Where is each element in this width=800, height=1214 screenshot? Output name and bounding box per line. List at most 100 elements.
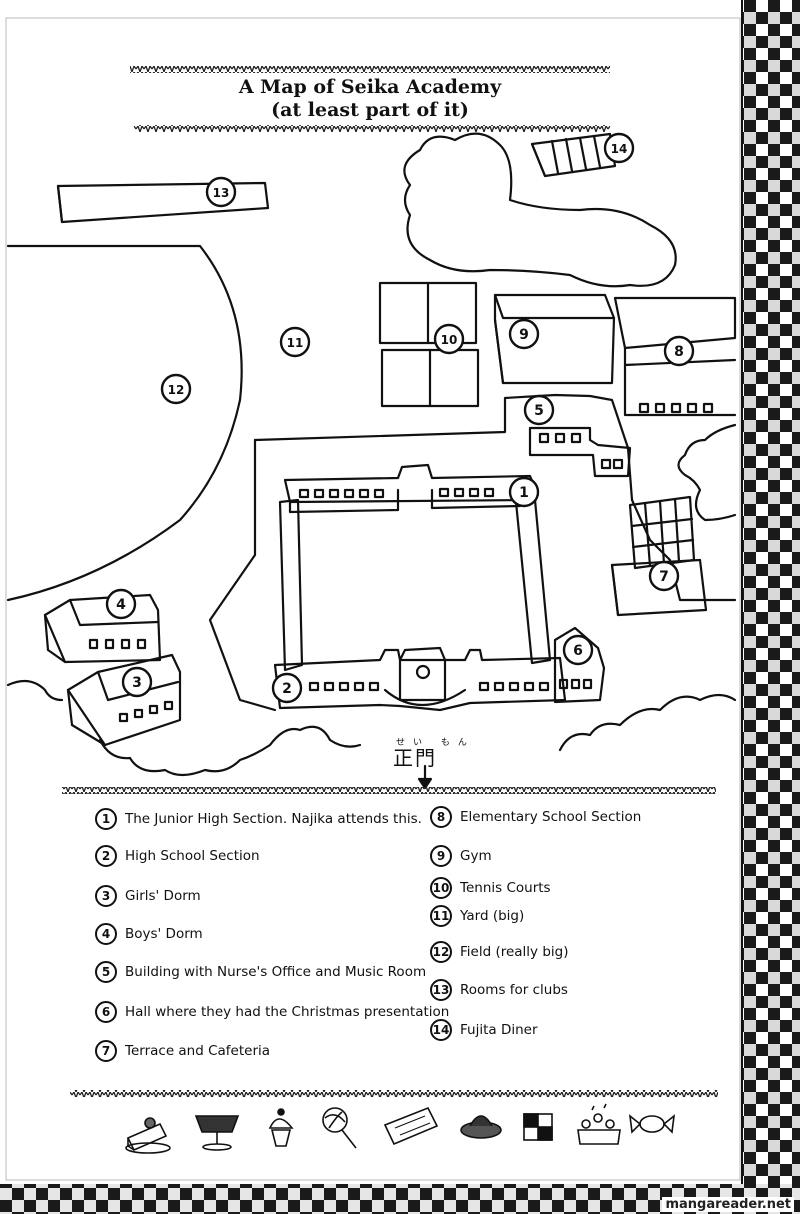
legend-item: 7 Terrace and Cafeteria — [95, 1040, 270, 1062]
legend-number: 4 — [95, 923, 117, 945]
map-marker-3: 3 — [121, 666, 153, 698]
map-title-line1: A Map of Seika Academy — [238, 76, 502, 98]
legend-item: 6 Hall where they had the Christmas prese… — [95, 1001, 449, 1023]
legend-text: Hall where they had the Christmas presen… — [125, 1004, 450, 1020]
strawberry-cake-icon — [577, 1103, 621, 1145]
cupcake-icon — [268, 1108, 294, 1147]
cafeteria-building — [610, 495, 708, 617]
map-marker-number: 12 — [168, 383, 185, 397]
legend-text: Fujita Diner — [460, 1022, 538, 1038]
legend-text: Building with Nurse's Office and Music R… — [125, 964, 427, 980]
legend-text: Yard (big) — [460, 908, 525, 924]
legend-text: Elementary School Section — [460, 809, 642, 825]
map-marker-11: 11 — [279, 326, 311, 358]
legend-item: 12 Field (really big) — [430, 941, 569, 963]
legend-item: 3 Girls' Dorm — [95, 885, 201, 907]
parfait-icon — [194, 1115, 240, 1151]
cake-slice-icon — [125, 1117, 171, 1154]
legend-text: Rooms for clubs — [460, 982, 568, 998]
legend-text: Tennis Courts — [460, 880, 551, 896]
tree-cluster-right — [558, 693, 737, 752]
map-marker-number: 8 — [674, 344, 684, 360]
legend-item: 13 Rooms for clubs — [430, 979, 568, 1001]
legend-number: 7 — [95, 1040, 117, 1062]
map-marker-5: 5 — [523, 394, 555, 426]
map-marker-12: 12 — [160, 373, 192, 405]
legend-number: 3 — [95, 885, 117, 907]
boys-dorm-building — [43, 593, 162, 664]
legend-number: 5 — [95, 961, 117, 983]
legend-number: 14 — [430, 1019, 452, 1041]
club-rooms-building — [56, 181, 270, 224]
title-bar-top — [130, 66, 610, 73]
map-marker-2: 2 — [271, 672, 303, 704]
legend-bottom-bar — [70, 1090, 718, 1097]
legend-item: 4 Boys' Dorm — [95, 923, 203, 945]
legend-number: 2 — [95, 845, 117, 867]
legend-number: 12 — [430, 941, 452, 963]
title-bar-bottom — [134, 125, 610, 132]
legend-number: 11 — [430, 905, 452, 927]
legend-item: 11 Yard (big) — [430, 905, 524, 927]
map-marker-1: 1 — [508, 476, 540, 508]
legend-item: 14 Fujita Diner — [430, 1019, 538, 1041]
legend-text: The Junior High Section. Najika attends … — [125, 811, 422, 827]
legend-number: 13 — [430, 979, 452, 1001]
legend-number: 6 — [95, 1001, 117, 1023]
map-marker-number: 4 — [116, 597, 126, 613]
lollipop-icon — [322, 1107, 357, 1149]
legend-text: High School Section — [125, 848, 260, 864]
legend-text: Gym — [460, 848, 492, 864]
christmas-hall-building — [553, 626, 606, 704]
tennis-courts — [378, 281, 480, 408]
tree-cluster-left — [6, 679, 362, 777]
map-marker-6: 6 — [562, 634, 594, 666]
food-decorations — [125, 1103, 676, 1154]
right-checker-border — [742, 0, 800, 1214]
nurse-music-building — [528, 426, 632, 478]
map-marker-14: 14 — [603, 132, 635, 164]
map-marker-number: 2 — [282, 681, 292, 697]
legend-text: Field (really big) — [460, 944, 569, 960]
map-marker-13: 13 — [205, 176, 237, 208]
legend-text: Boys' Dorm — [125, 926, 203, 942]
legend-number: 8 — [430, 806, 452, 828]
map-marker-number: 1 — [519, 485, 529, 501]
girls-dorm-building — [66, 653, 182, 747]
legend-item: 5 Building with Nurse's Office and Music … — [95, 961, 426, 983]
map-marker-7: 7 — [648, 560, 680, 592]
main-gate-label: 正門 — [393, 746, 437, 770]
map-marker-8: 8 — [663, 335, 695, 367]
map-marker-9: 9 — [508, 318, 540, 350]
legend-text: Terrace and Cafeteria — [125, 1043, 271, 1059]
gate-ruby: せい もん — [396, 738, 475, 748]
gym-building — [493, 293, 616, 385]
map-marker-number: 5 — [534, 403, 544, 419]
tree-cluster-east — [677, 423, 737, 522]
pudding-icon — [460, 1115, 502, 1139]
map-marker-number: 10 — [441, 333, 458, 347]
chocolate-bar-icon — [383, 1106, 439, 1146]
map-marker-number: 9 — [519, 327, 529, 343]
map-marker-number: 14 — [611, 142, 628, 156]
legend-number: 9 — [430, 845, 452, 867]
legend-text: Girls' Dorm — [125, 888, 201, 904]
map-marker-10: 10 — [433, 323, 465, 355]
map-marker-number: 13 — [213, 186, 230, 200]
checker-cookie-icon — [523, 1113, 553, 1141]
page-frame — [5, 17, 741, 1181]
watermark: mangareader.net — [662, 1197, 794, 1212]
legend-number: 10 — [430, 877, 452, 899]
map-marker-number: 6 — [573, 643, 583, 659]
map-marker-4: 4 — [105, 588, 137, 620]
map-title-line2: (at least part of it) — [271, 99, 469, 121]
legend-item: 9 Gym — [430, 845, 492, 867]
legend-item: 10 Tennis Courts — [430, 877, 551, 899]
legend-item: 8 Elementary School Section — [430, 806, 641, 828]
legend-item: 2 High School Section — [95, 845, 260, 867]
map-marker-number: 7 — [659, 569, 669, 585]
field-outline — [6, 244, 243, 602]
